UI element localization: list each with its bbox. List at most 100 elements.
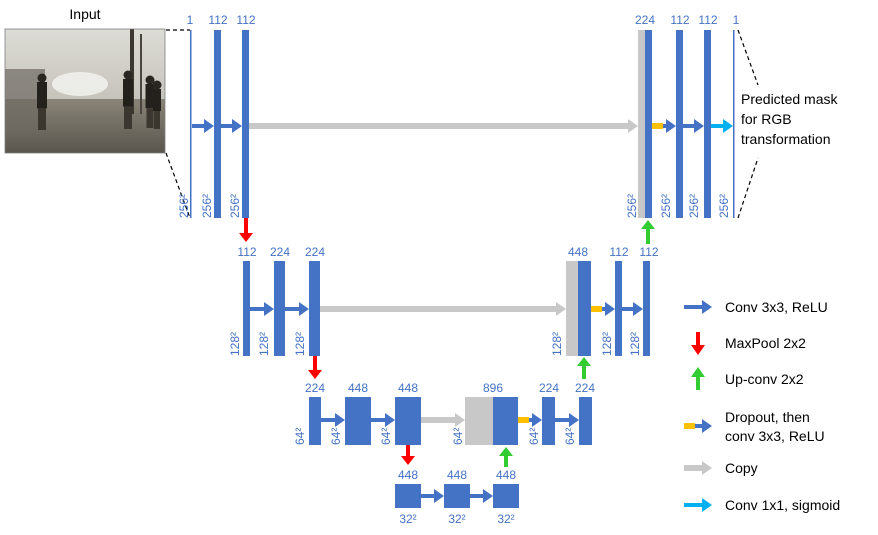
dropout-arrow-icon <box>684 419 712 433</box>
legend-dropout-arrow-conv <box>695 419 712 433</box>
block-l2-copy <box>566 261 580 356</box>
block-l2-enc2 <box>309 261 320 356</box>
channel-label: 224 <box>305 245 325 259</box>
photo-figure <box>153 89 161 111</box>
block-l1-copy <box>638 30 647 218</box>
conv-arrow <box>250 302 274 316</box>
channel-label: 448 <box>348 381 368 395</box>
legend-label: Up-conv 2x2 <box>725 371 804 387</box>
channel-label: 224 <box>539 381 559 395</box>
maxpool-arrow-icon <box>691 332 705 355</box>
size-label: 128² <box>628 332 642 356</box>
block-l3-dec1 <box>542 397 555 445</box>
size-label: 64² <box>379 428 393 445</box>
dropout-conv-arrow-l3-conv <box>529 413 542 427</box>
legend-dropout-arrow <box>684 419 712 433</box>
conv-arrow-icon <box>684 300 712 314</box>
block-l4-1 <box>444 484 470 508</box>
size-label: 32² <box>399 512 416 526</box>
block-l1-input <box>190 30 192 218</box>
block-l4-2 <box>493 484 519 508</box>
channel-label: 112 <box>208 13 227 27</box>
channel-label: 448 <box>568 245 588 259</box>
photo-figure <box>37 82 47 109</box>
size-label: 32² <box>497 512 514 526</box>
maxpool-arrow-l3 <box>401 445 415 465</box>
size-label: 128² <box>293 332 307 356</box>
upconv-arrow-l2 <box>577 357 591 379</box>
block-l1-dec1 <box>676 30 683 218</box>
block-l1-output <box>733 30 735 218</box>
channel-label: 448 <box>496 468 516 482</box>
photo-figure <box>145 84 155 109</box>
maxpool-arrow-l2 <box>308 356 322 379</box>
block-l3-enc0 <box>309 397 321 445</box>
copy-arrow-icon <box>684 461 712 475</box>
size-label: 256² <box>659 194 673 218</box>
channel-label: 112 <box>639 245 658 259</box>
channel-label: 1 <box>733 13 740 27</box>
size-label: 64² <box>329 428 343 445</box>
channel-label: 112 <box>236 13 255 27</box>
legend-label: Dropout, then <box>725 409 810 425</box>
conv-arrow <box>371 413 395 427</box>
conv-arrow <box>321 413 345 427</box>
copy-arrow-l3 <box>421 413 465 427</box>
block-l2-dec0 <box>578 261 591 356</box>
block-l2-enc0 <box>243 261 250 356</box>
dropout-conv-arrow-l1-conv <box>663 119 676 133</box>
block-l3-dec2 <box>579 397 592 445</box>
block-l3-enc1 <box>345 397 371 445</box>
legend-copy-arrow <box>684 461 712 475</box>
channel-label: 112 <box>698 13 717 27</box>
legend-label: conv 3x3, ReLU <box>725 428 825 444</box>
size-label: 128² <box>257 332 271 356</box>
channel-label: 224 <box>635 13 655 27</box>
channel-label: 224 <box>270 245 290 259</box>
block-l3-enc2 <box>395 397 421 445</box>
feature-map-blocks <box>190 30 735 508</box>
size-label: 64² <box>293 428 307 445</box>
channel-label: 448 <box>398 381 418 395</box>
legend-label: Conv 1x1, sigmoid <box>725 497 840 513</box>
size-label: 256² <box>717 194 731 218</box>
conv-arrow <box>421 489 444 503</box>
smoke-cloud <box>52 72 108 96</box>
size-label: 32² <box>448 512 465 526</box>
size-label: 256² <box>177 194 191 218</box>
copy-arrow-l2 <box>320 302 566 316</box>
operation-arrows <box>192 119 733 503</box>
photo-figure <box>123 79 133 107</box>
channel-label: 224 <box>305 381 325 395</box>
block-l3-dec0 <box>493 397 518 445</box>
upconv-arrow-l1 <box>641 220 655 244</box>
block-l1-dec2 <box>704 30 711 218</box>
conv-arrow <box>622 302 643 316</box>
output-label-line: transformation <box>741 131 830 147</box>
conv-arrow <box>192 119 214 133</box>
dropout-conv-arrow-l1 <box>652 119 676 133</box>
conv-arrow <box>683 119 704 133</box>
conv-arrow <box>555 413 579 427</box>
block-l1-dec0 <box>645 30 652 218</box>
dropout-conv-arrow-l2 <box>591 302 615 316</box>
channel-label: 112 <box>670 13 689 27</box>
channel-label: 448 <box>447 468 467 482</box>
channel-label: 1 <box>187 13 194 27</box>
output-label-line: Predicted mask <box>741 91 838 107</box>
copy-arrow-l1 <box>249 119 638 133</box>
size-label: 256² <box>200 194 214 218</box>
sigmoid-arrow <box>711 119 733 133</box>
size-label: 64² <box>563 428 577 445</box>
channel-label: 112 <box>237 245 256 259</box>
block-l1-enc2 <box>242 30 249 218</box>
legend-label: MaxPool 2x2 <box>725 335 806 351</box>
size-label: 128² <box>600 332 614 356</box>
input-label: Input <box>69 6 100 22</box>
sigmoid-arrow-icon <box>684 498 712 512</box>
block-l4-0 <box>395 484 421 508</box>
channel-label: 896 <box>483 381 503 395</box>
